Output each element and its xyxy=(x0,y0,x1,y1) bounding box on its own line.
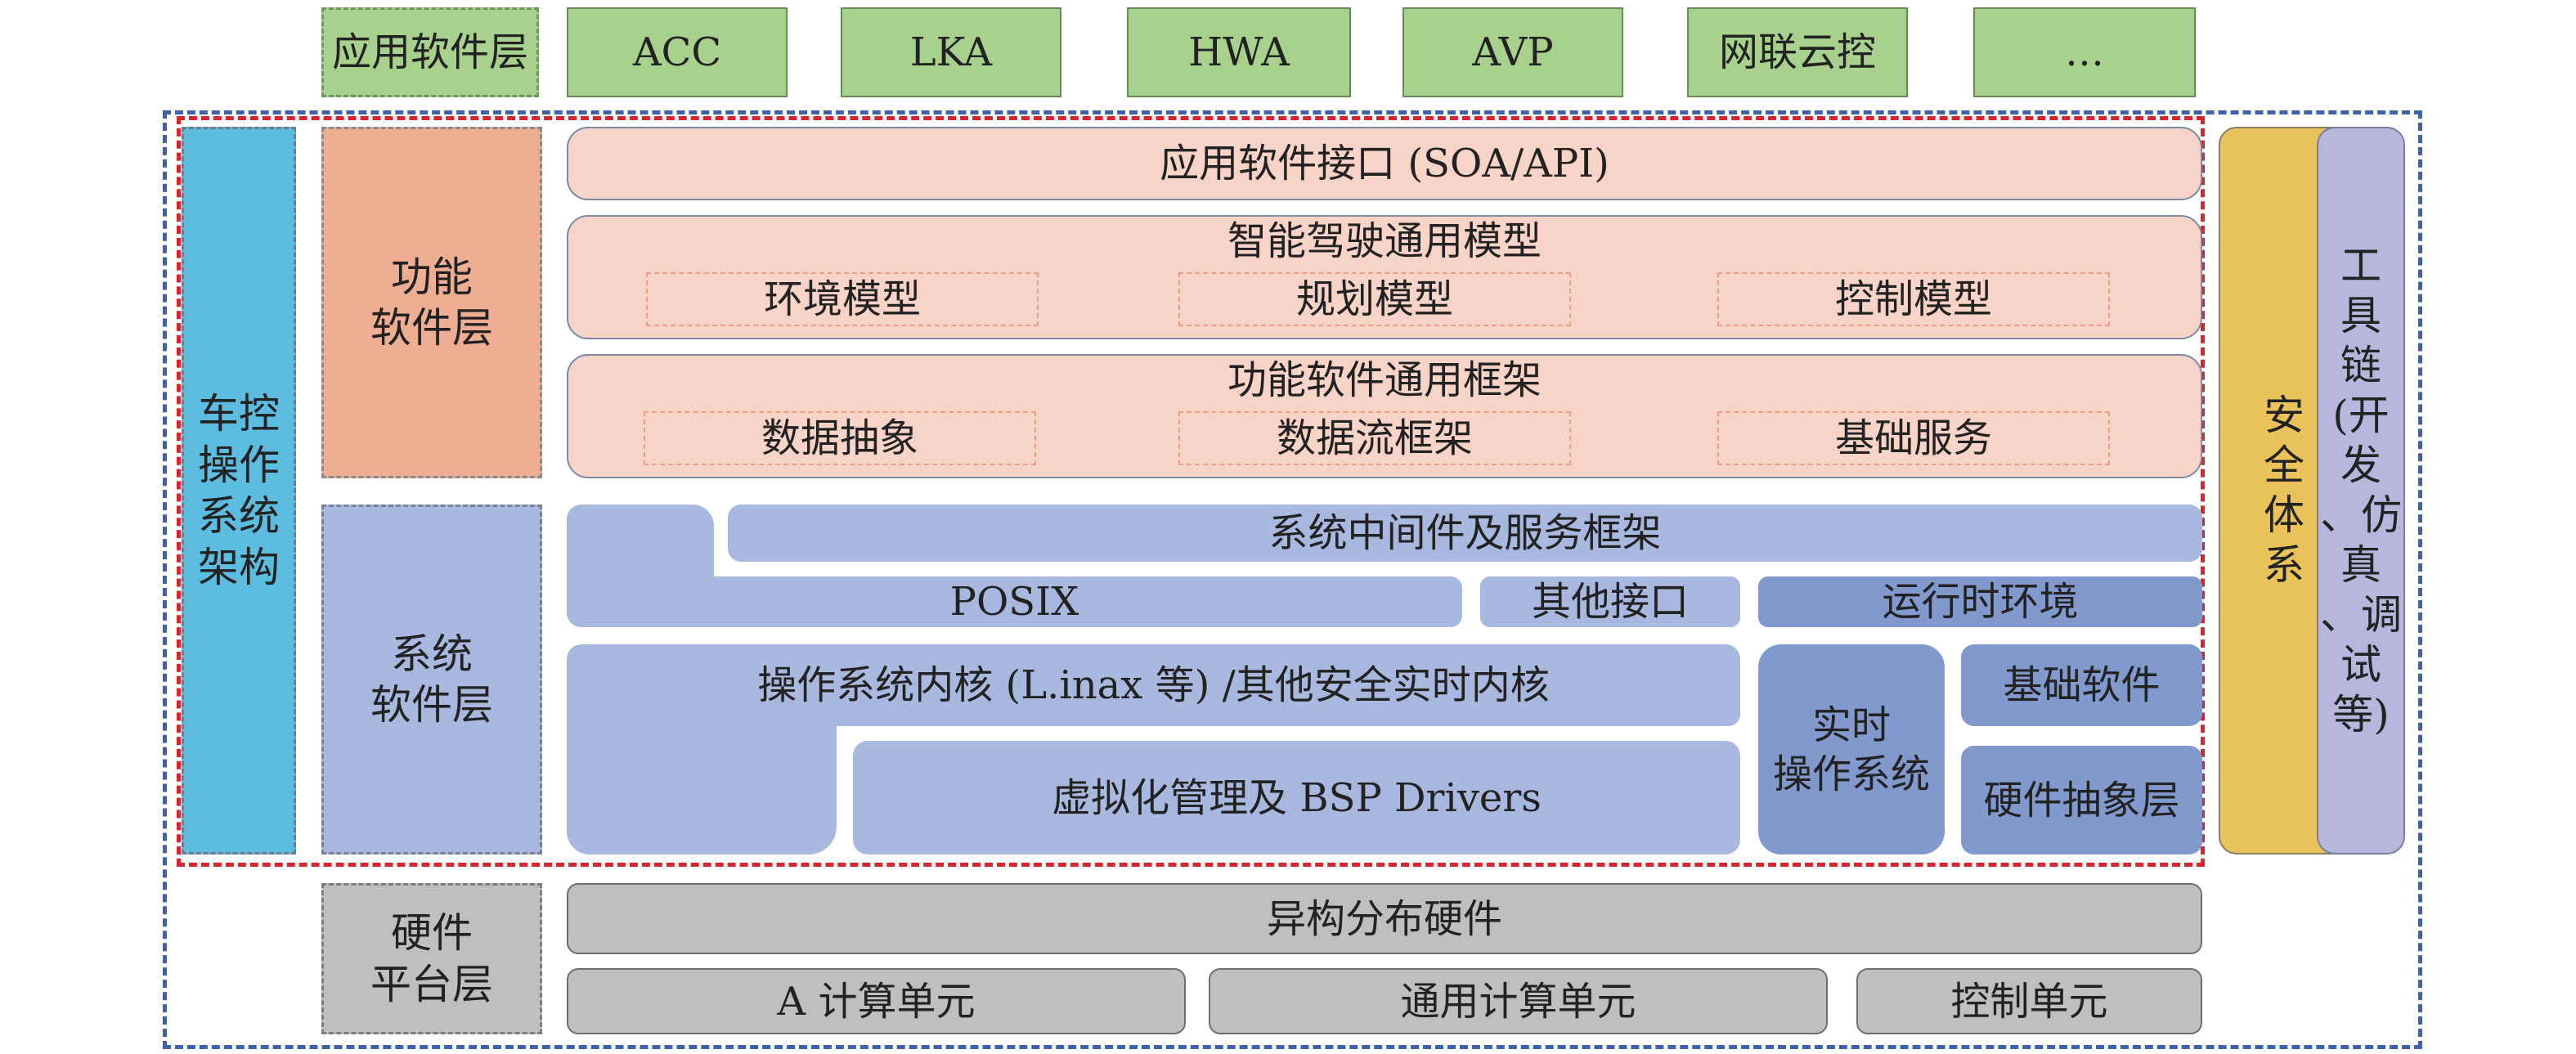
vehicle-os-architecture-label: 车控 操作 系统 架构 xyxy=(182,127,296,854)
virtualization-bsp-drivers: 虚拟化管理及 BSP Drivers xyxy=(853,741,1740,854)
basic-services: 基础服务 xyxy=(1717,411,2110,465)
os-architecture-frame xyxy=(177,116,2205,867)
app-item-avp: AVP xyxy=(1402,7,1623,97)
planning-model: 规划模型 xyxy=(1178,272,1571,326)
os-kernel: 操作系统内核 (L.inax 等) /其他安全实时内核 xyxy=(567,644,1740,726)
hardware-layer-label: 硬件 平台层 xyxy=(321,883,542,1034)
environment-model: 环境模型 xyxy=(646,272,1039,326)
function-layer-label: 功能 软件层 xyxy=(321,127,542,478)
app-item-more: … xyxy=(1973,7,2196,97)
framework-title: 功能软件通用框架 xyxy=(1227,357,1542,403)
app-item-acc: ACC xyxy=(567,7,788,97)
data-abstraction: 数据抽象 xyxy=(644,411,1036,465)
hardware-abstraction-layer: 硬件抽象层 xyxy=(1961,746,2202,854)
app-item-connected-cloud: 网联云控 xyxy=(1687,7,1908,97)
posix-block: POSIX xyxy=(567,576,1462,627)
general-compute-unit: 通用计算单元 xyxy=(1209,968,1828,1034)
system-middleware: 系统中间件及服务框架 xyxy=(728,505,2202,562)
app-item-lka: LKA xyxy=(841,7,1061,97)
ai-compute-unit: A 计算单元 xyxy=(567,968,1186,1034)
toolchain: 工 具 链 (开 发 、仿 真 、调 试 等) xyxy=(2317,127,2405,854)
control-unit: 控制单元 xyxy=(1856,968,2202,1034)
model-title: 智能驾驶通用模型 xyxy=(1227,218,1542,264)
runtime-environment: 运行时环境 xyxy=(1758,576,2202,627)
autonomous-driving-model: 智能驾驶通用模型 环境模型 规划模型 控制模型 xyxy=(567,215,2202,339)
other-interfaces: 其他接口 xyxy=(1480,576,1740,627)
os-kernel-extension xyxy=(567,720,837,854)
app-layer-label: 应用软件层 xyxy=(321,7,539,97)
control-model: 控制模型 xyxy=(1717,272,2110,326)
function-software-framework: 功能软件通用框架 数据抽象 数据流框架 基础服务 xyxy=(567,354,2202,478)
heterogeneous-hardware: 异构分布硬件 xyxy=(567,883,2202,954)
outer-frame xyxy=(163,110,2422,1049)
app-item-hwa: HWA xyxy=(1127,7,1351,97)
data-flow-framework: 数据流框架 xyxy=(1178,411,1571,465)
app-software-interface: 应用软件接口 (SOA/API) xyxy=(567,127,2202,200)
realtime-os: 实时 操作系统 xyxy=(1758,644,1945,854)
system-layer-label: 系统 软件层 xyxy=(321,505,542,854)
basic-software: 基础软件 xyxy=(1961,644,2202,726)
